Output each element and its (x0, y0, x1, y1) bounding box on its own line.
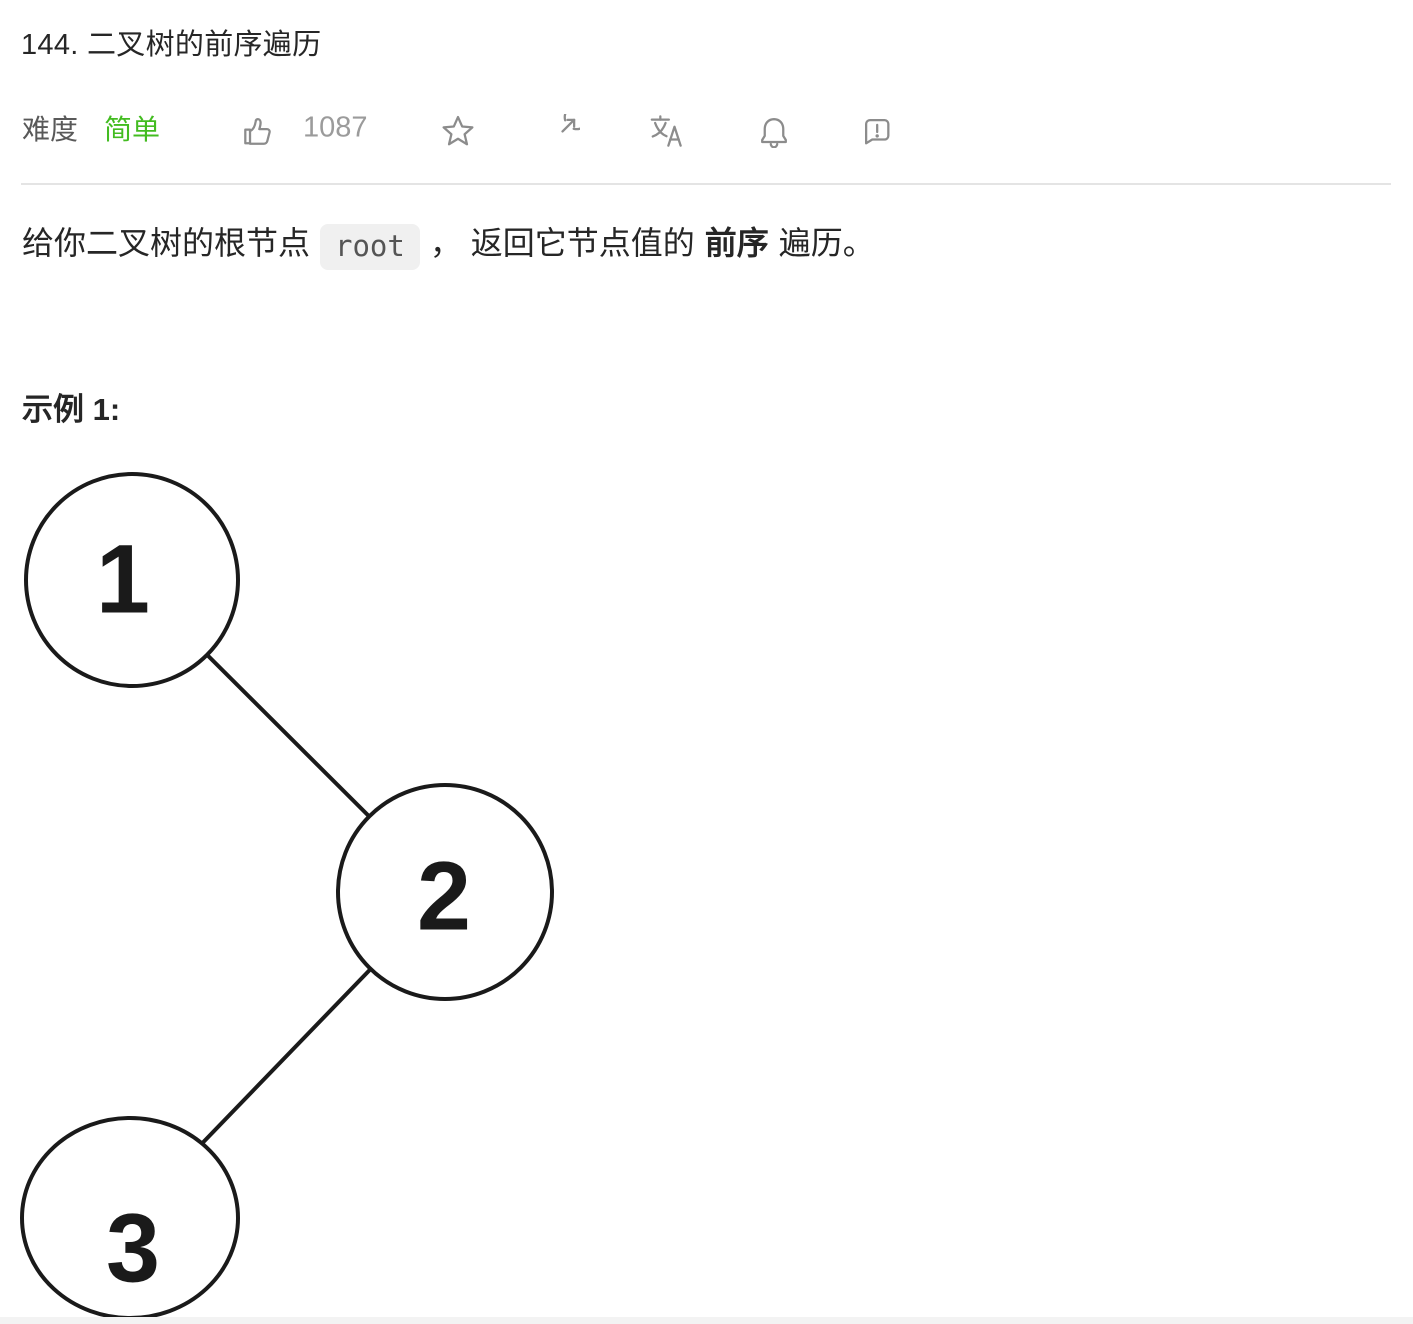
difficulty-badge: 简单 (104, 114, 161, 145)
meta-row: 难度 简单 1087 (0, 106, 1413, 150)
description-text-2: ， 返回它节点值的 (429, 225, 695, 261)
tree-node-circle (24, 472, 240, 688)
next-block-edge (0, 1317, 1413, 1324)
star-icon (441, 114, 475, 148)
description-bold-term: 前序 (704, 225, 769, 261)
page-title: 144. 二叉树的前序遍历 (21, 29, 322, 61)
divider (21, 183, 1391, 185)
translate-button[interactable] (649, 114, 683, 148)
tree-node-circle (336, 783, 554, 1001)
difficulty-label: 难度 (22, 114, 79, 145)
tree-node-value: 3 (106, 1194, 160, 1303)
like-icon (242, 114, 276, 148)
bell-icon (757, 114, 791, 148)
translate-icon (649, 114, 683, 148)
share-icon (546, 114, 580, 148)
tree-node-value: 2 (417, 842, 471, 951)
description-text-1: 给你二叉树的根节点 (22, 225, 311, 261)
feedback-button[interactable] (860, 114, 894, 148)
feedback-icon (860, 114, 894, 148)
notifications-button[interactable] (757, 114, 791, 148)
like-count: 1087 (303, 111, 368, 144)
example-label: 示例 1: (22, 392, 121, 427)
tree-diagram: 1 2 3 (20, 472, 554, 1320)
favorite-button[interactable] (441, 114, 475, 148)
like-button[interactable] (242, 114, 276, 148)
share-button[interactable] (546, 114, 580, 148)
tree-node-value: 1 (96, 525, 150, 634)
inline-code-root: root (320, 224, 420, 270)
description-text-3: 遍历。 (778, 225, 875, 261)
